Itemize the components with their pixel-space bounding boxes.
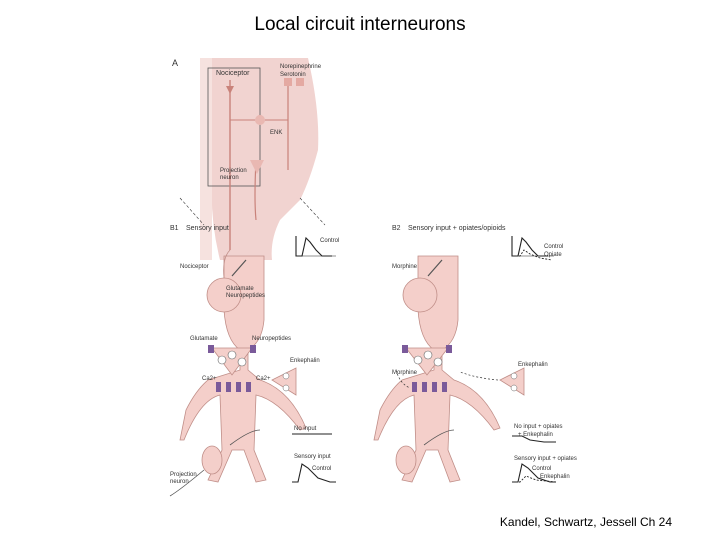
- b1-letter: B1: [170, 225, 179, 232]
- b2-enkephalin-lower-label: Enkephalin: [540, 474, 570, 480]
- b2-trace-opiate-label: Opiate: [544, 252, 562, 258]
- b1-nociceptor-label: Nociceptor: [180, 264, 209, 270]
- b1-glutamate-lower-label: Glutamate: [190, 336, 218, 342]
- b1-ca-left-label: Ca2+: [202, 376, 217, 382]
- b2-trace-no-input: [512, 435, 556, 443]
- b2-trace-control-label: Control: [544, 244, 563, 250]
- b2-neuron-pathway: [373, 255, 501, 483]
- figure-svg: A Nociceptor Norepinephrine Serotonin EN…: [169, 58, 577, 497]
- b2-vesicle-1: [413, 355, 423, 365]
- b2-enkephalin-label: Enkephalin: [518, 362, 548, 368]
- b2-projection-soma: [395, 445, 417, 475]
- b1-vesicle-2: [227, 350, 237, 360]
- b1-neuropeptides-label: Neuropeptides: [226, 293, 265, 299]
- b2-trace-sensory-enk: [512, 475, 557, 483]
- b2-receptor-4: [442, 382, 447, 392]
- zoom-line-right: [299, 197, 326, 226]
- b2-enk-vesicle-2: [510, 384, 518, 392]
- b2-control-lower-label: Control: [532, 466, 551, 472]
- b1-enkephalin-label: Enkephalin: [290, 358, 320, 364]
- a-serotonin-label: Serotonin: [280, 72, 306, 78]
- b2-no-input-label: No input + opiates: [514, 424, 563, 430]
- b1-receptor-3: [236, 382, 241, 392]
- b2-nociceptor-soma: [402, 277, 438, 313]
- b2-top-electrode: [427, 259, 443, 277]
- panel-a: A Nociceptor Norepinephrine Serotonin EN…: [172, 58, 326, 260]
- b1-glutamate-label: Glutamate: [226, 286, 254, 292]
- b1-presyn-receptor-2: [250, 345, 256, 353]
- b1-recording-electrode: [229, 429, 261, 446]
- b2-presyn-receptor-2: [446, 345, 452, 353]
- panel-b1: B1 Sensory input Control Nociceptor Glut…: [169, 225, 339, 497]
- b2-receptor-1: [412, 382, 417, 392]
- b1-receptor-1: [216, 382, 221, 392]
- b1-projection-label-1: Projection: [170, 472, 197, 478]
- neuron-circuit-figure: A Nociceptor Norepinephrine Serotonin EN…: [160, 50, 600, 500]
- b2-presyn-receptor-1: [402, 345, 408, 353]
- descending-terminal-2: [296, 78, 304, 86]
- nociceptor-terminal: [226, 86, 234, 94]
- b1-vesicle-1: [217, 355, 227, 365]
- b2-receptor-2: [422, 382, 427, 392]
- b2-enk-vesicle-1: [510, 372, 518, 380]
- b1-neuropeptides-lower-label: Neuropeptides: [252, 336, 291, 342]
- b1-neuron-pathway: [179, 255, 307, 483]
- zoom-line-left: [179, 197, 205, 226]
- b2-morphine-mid-label: Morphine: [392, 370, 418, 376]
- nociceptor-box: [207, 67, 261, 187]
- b2-sensory-opiates-label: Sensory input + opiates: [514, 456, 577, 462]
- b1-sensory-input-label: Sensory input: [294, 454, 331, 460]
- b1-enk-vesicle-1: [282, 372, 290, 380]
- b2-trace-opiate: [512, 249, 553, 261]
- b1-title: Sensory input: [186, 225, 229, 232]
- slide-credit: Kandel, Schwartz, Jessell Ch 24: [499, 515, 672, 529]
- b2-morphine-top-label: Morphine: [392, 264, 418, 270]
- b2-recording-electrode: [423, 429, 455, 446]
- a-projection-label-2: neuron: [220, 175, 239, 181]
- b2-enkephalin-sub-label: + Enkephalin: [518, 432, 553, 438]
- b1-no-input-label: No input: [294, 426, 317, 432]
- b2-vesicle-3: [433, 357, 443, 367]
- slide-title: Local circuit interneurons: [254, 14, 466, 35]
- descending-terminal-1: [284, 78, 292, 86]
- b1-control-lower-label: Control: [312, 466, 331, 472]
- b1-projection-label-2: neuron: [170, 479, 189, 485]
- b1-ca-right-label: Ca2+: [256, 376, 271, 382]
- b1-presyn-receptor-1: [208, 345, 214, 353]
- b2-letter: B2: [392, 225, 401, 232]
- b2-enk-arrow: [459, 371, 499, 381]
- b1-vesicle-3: [237, 357, 247, 367]
- b2-enkephalin-neuron: [499, 367, 525, 396]
- b1-projection-soma: [201, 445, 223, 475]
- projection-soma: [250, 160, 264, 174]
- panel-a-letter: A: [172, 58, 178, 68]
- b1-trace-control-label: Control: [320, 238, 339, 244]
- b1-enk-vesicle-2: [282, 384, 290, 392]
- b2-vesicle-2: [423, 350, 433, 360]
- dorsal-column: [200, 58, 212, 260]
- spinal-cord-section: [211, 58, 319, 260]
- panel-b2: B2 Sensory input + opiates/opioids Morph…: [373, 225, 577, 483]
- b1-nociceptor-stem: [223, 249, 231, 279]
- enk-interneuron: [255, 115, 265, 125]
- b1-projection-axon: [169, 469, 205, 497]
- b2-morphine-arrow: [395, 369, 411, 389]
- a-enk-label: ENK: [270, 130, 282, 136]
- b1-receptor-2: [226, 382, 231, 392]
- b1-trace-sensory: [292, 463, 336, 483]
- a-projection-label-1: Projection: [220, 168, 247, 174]
- b2-trace-sensory-control: [512, 463, 556, 483]
- b2-trace-control: [511, 236, 548, 257]
- b2-receptor-3: [432, 382, 437, 392]
- b1-receptor-4: [246, 382, 251, 392]
- a-norepinephrine-label: Norepinephrine: [280, 64, 322, 70]
- b2-title: Sensory input + opiates/opioids: [408, 225, 506, 232]
- b1-top-electrode: [231, 259, 247, 277]
- a-nociceptor-label: Nociceptor: [216, 70, 250, 77]
